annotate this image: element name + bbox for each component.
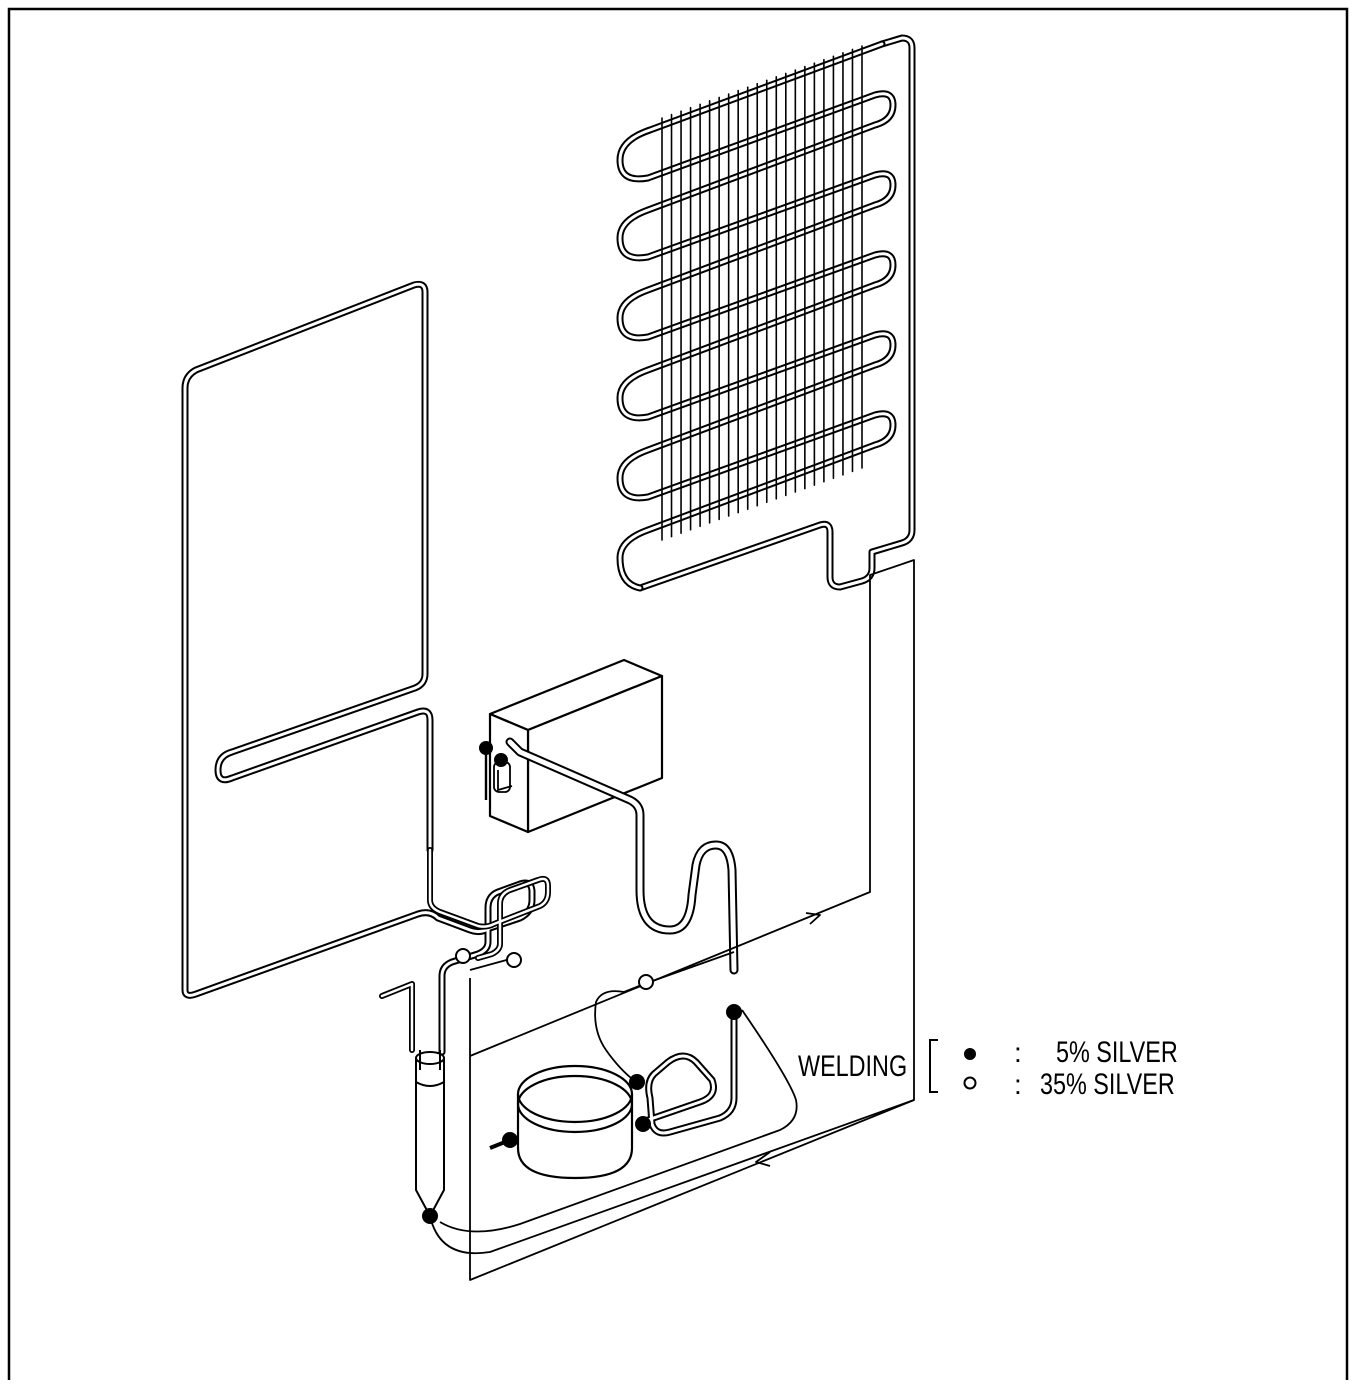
legend-separator-2: :	[1014, 1069, 1022, 1100]
condenser	[616, 34, 916, 592]
weld-dot	[422, 1208, 438, 1224]
flow-arrow-upper	[805, 912, 821, 925]
condenser-wire-rods	[661, 45, 863, 541]
legend-label-35-silver: 35% SILVER	[1040, 1067, 1175, 1100]
weld-dot	[629, 1074, 645, 1090]
capillary-and-hot-pipe-lines	[429, 559, 915, 1281]
page-border	[7, 7, 1349, 1380]
weld-points-5-silver	[422, 741, 742, 1224]
weld-dot	[726, 1004, 742, 1020]
legend-filled-dot-icon	[964, 1048, 976, 1060]
weld-dot	[635, 1116, 651, 1132]
suction-line	[505, 737, 739, 975]
legend-open-circle-icon	[963, 1076, 977, 1090]
legend-bracket	[929, 1039, 938, 1093]
weld-dot	[479, 741, 493, 755]
compressor	[489, 1064, 634, 1180]
weld-dot	[502, 1132, 518, 1148]
discharge-loop	[638, 1010, 738, 1137]
weld-points-35-silver	[455, 948, 654, 990]
legend-separator-1: :	[1014, 1037, 1022, 1068]
legend-title: WELDING	[798, 1049, 907, 1082]
flow-arrow-lower	[755, 1151, 771, 1167]
legend-label-5-silver: 5% SILVER	[1056, 1035, 1178, 1068]
welding-legend: WELDING : : 5% SILVER 35% SILVER	[798, 1035, 1178, 1100]
filter-drier	[415, 1050, 445, 1219]
evaporator-plate-tube	[181, 280, 551, 1056]
weld-dot	[494, 753, 508, 767]
weld-ring	[455, 948, 471, 964]
weld-ring	[506, 952, 522, 968]
weld-ring	[638, 974, 654, 990]
freezer-evaporator-box	[488, 658, 664, 834]
